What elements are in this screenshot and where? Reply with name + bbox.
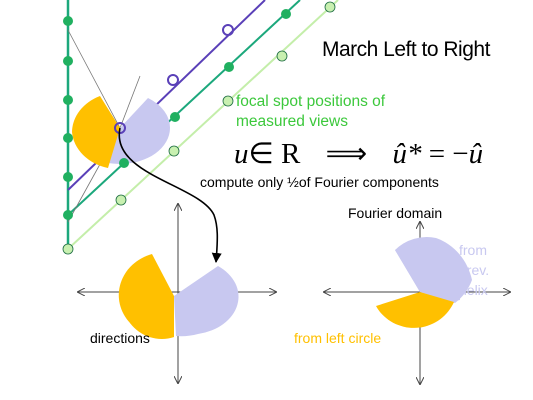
marker — [119, 158, 129, 168]
marker — [222, 95, 234, 107]
focal-spot-label-line1: focal spot positions of — [236, 93, 386, 110]
directions-axes — [78, 204, 276, 383]
formula-uhat: û — [468, 138, 484, 170]
focal-spot-label-line2: measured views — [236, 113, 348, 130]
formula-in-r: ∈ R — [248, 138, 301, 170]
marker — [276, 50, 288, 62]
marker — [63, 95, 73, 105]
marker — [63, 16, 73, 26]
formula-implies: ⟹ — [325, 138, 368, 170]
marker — [115, 194, 127, 206]
formula-u: u — [234, 138, 249, 170]
marker — [281, 9, 291, 19]
focal-spot-markers — [62, 1, 336, 255]
marker — [63, 172, 73, 182]
from-prev-helix-label: from prev. helix — [459, 240, 489, 300]
focal-spot-label: focal spot positions of measured views — [236, 92, 385, 132]
symmetry-formula: u∈ R ⟹ û* = −û — [234, 136, 483, 171]
compute-note: compute only ½of Fourier components — [200, 174, 439, 190]
marker — [222, 24, 234, 36]
from-prev-helix-line1: from — [459, 242, 487, 258]
formula-uhat-star: û* — [392, 138, 422, 170]
small-direction-sectors — [72, 96, 171, 168]
directions-sectors — [118, 254, 239, 339]
marker — [63, 56, 73, 66]
marker — [62, 243, 74, 255]
directions-label: directions — [90, 330, 150, 346]
marker — [167, 74, 179, 86]
marker — [170, 112, 180, 122]
from-prev-helix-line3: helix — [459, 282, 488, 298]
marker — [324, 1, 336, 13]
marker — [168, 145, 180, 157]
mapping-arrow — [118, 127, 222, 263]
marker — [63, 133, 73, 143]
slide-title: March Left to Right — [322, 38, 490, 61]
fourier-domain-label: Fourier domain — [348, 205, 443, 221]
formula-equals: = − — [428, 138, 469, 170]
from-prev-helix-line2: prev. — [459, 262, 490, 278]
marker — [63, 210, 73, 220]
fourier-sectors — [376, 237, 472, 328]
from-left-circle-label: from left circle — [294, 330, 382, 346]
marker — [224, 62, 234, 72]
